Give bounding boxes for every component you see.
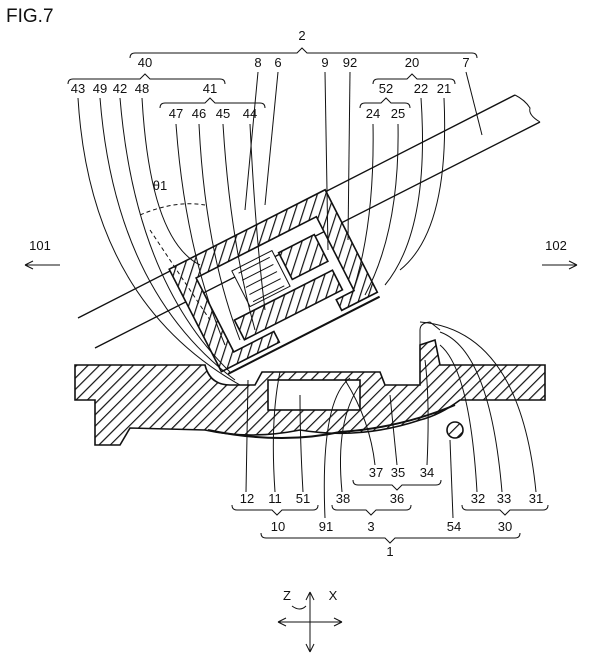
- label-46: 46: [192, 106, 206, 121]
- axis-indicator: Z X: [277, 588, 343, 653]
- top-leader-lines: [77, 71, 483, 386]
- label-52: 52: [379, 81, 393, 96]
- label-40: 40: [138, 55, 152, 70]
- label-9: 9: [321, 55, 328, 70]
- label-38: 38: [336, 491, 350, 506]
- label-41: 41: [203, 81, 217, 96]
- label-1: 1: [386, 544, 393, 559]
- angle-label: θ1: [153, 178, 167, 193]
- direction-arrows: 101 102: [24, 238, 578, 270]
- label-45: 45: [216, 106, 230, 121]
- base-rail: [74, 321, 546, 446]
- top-labels: 2 40 8 6 9 92 20 7 43 49 42 48 41 52 22 …: [71, 28, 470, 121]
- label-11: 11: [268, 491, 282, 506]
- label-51: 51: [296, 491, 310, 506]
- clip-housing: [168, 188, 381, 375]
- label-37: 37: [369, 465, 383, 480]
- label-24: 24: [366, 106, 380, 121]
- label-7: 7: [462, 55, 469, 70]
- label-12: 12: [240, 491, 254, 506]
- label-3: 3: [367, 519, 374, 534]
- label-47: 47: [169, 106, 183, 121]
- label-6: 6: [274, 55, 281, 70]
- label-35: 35: [391, 465, 405, 480]
- label-34: 34: [420, 465, 434, 480]
- top-braces: [67, 47, 478, 109]
- label-54: 54: [447, 519, 461, 534]
- label-21: 21: [437, 81, 451, 96]
- label-25: 25: [391, 106, 405, 121]
- direction-101: 101: [29, 238, 51, 253]
- label-36: 36: [390, 491, 404, 506]
- label-8: 8: [254, 55, 261, 70]
- label-49: 49: [93, 81, 107, 96]
- label-30: 30: [498, 519, 512, 534]
- label-2: 2: [298, 28, 305, 43]
- axis-z-label: Z: [283, 588, 291, 603]
- label-48: 48: [135, 81, 149, 96]
- label-92: 92: [343, 55, 357, 70]
- axis-x-label: X: [329, 588, 338, 603]
- label-33: 33: [497, 491, 511, 506]
- label-10: 10: [271, 519, 285, 534]
- label-42: 42: [113, 81, 127, 96]
- bottom-leader-lines: [245, 321, 537, 519]
- label-22: 22: [414, 81, 428, 96]
- angle-theta1: θ1: [139, 178, 211, 321]
- bottom-labels: 37 35 34 12 11 51 38 36 32 33 31 10 91 3…: [240, 465, 543, 559]
- label-32: 32: [471, 491, 485, 506]
- belt-7: [77, 94, 541, 349]
- figure-title: FIG.7: [6, 6, 54, 27]
- label-31: 31: [529, 491, 543, 506]
- label-20: 20: [405, 55, 419, 70]
- label-91: 91: [319, 519, 333, 534]
- direction-102: 102: [545, 238, 567, 253]
- label-43: 43: [71, 81, 85, 96]
- bottom-braces: [231, 479, 549, 544]
